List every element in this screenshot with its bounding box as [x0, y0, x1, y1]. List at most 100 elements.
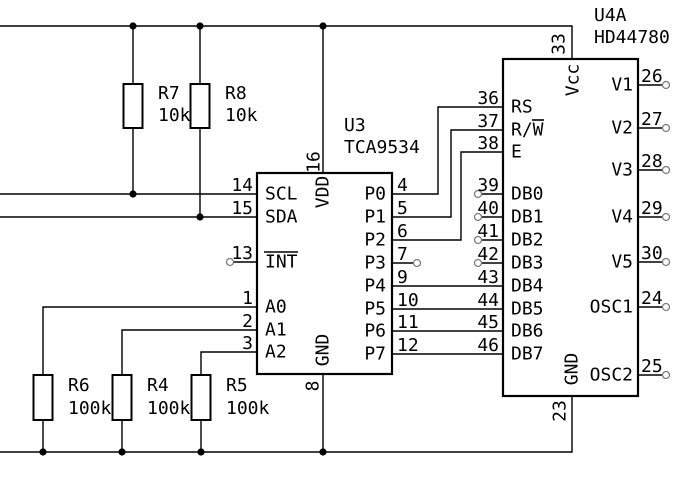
resistor-value: 100k [68, 398, 112, 419]
u3-part: TCA9534 [344, 137, 420, 158]
pin-name-int: INT [265, 252, 298, 273]
noconnect-circle-u3-p3 [412, 258, 422, 268]
pin-num-sda: 15 [231, 198, 253, 219]
pin-num-db2: 41 [477, 221, 499, 242]
pin-name-gnd: GND [562, 353, 583, 386]
pin-name-p7: P7 [364, 344, 386, 365]
pin-num-p0: 4 [397, 175, 408, 196]
pin-name-db2: DB2 [511, 230, 544, 251]
pin-name-rw: R/W [511, 120, 544, 141]
resistor-ref: R4 [147, 375, 169, 396]
pin-num-a0: 1 [242, 288, 253, 309]
pin-num-db3: 42 [477, 244, 499, 265]
junction-dot [129, 22, 137, 30]
resistor-r7[interactable]: R7 10k [122, 83, 191, 129]
junction-dot [197, 448, 205, 456]
pin-name-vcc: Vcc [563, 64, 584, 97]
pin-num-gnd: 23 [550, 400, 571, 422]
noconnect-circle-db0 [473, 189, 483, 199]
wire-p1-rw[interactable] [391, 129, 504, 218]
pin-num-p5: 10 [397, 290, 419, 311]
noconnect-circle-osc2 [661, 370, 671, 380]
resistor-r4[interactable]: R4 100k [111, 374, 191, 421]
junction-dot [118, 448, 126, 456]
pin-name-db4: DB4 [511, 276, 544, 297]
pin-num-a1: 2 [242, 311, 253, 332]
wire-a0-r6[interactable] [42, 306, 258, 376]
pin-name-gnd: GND [313, 334, 334, 367]
pin-name-db6: DB6 [511, 321, 544, 342]
pin-name-p3: P3 [364, 253, 386, 274]
pin-name-a1: A1 [265, 320, 287, 341]
noconnect-circle-db1 [473, 212, 483, 222]
pin-name-db0: DB0 [511, 184, 544, 205]
junction-dot [39, 448, 47, 456]
wire-vcc-rail[interactable] [0, 25, 573, 60]
noconnect-circle-u3-int [225, 257, 235, 267]
pin-num-v3: 28 [641, 151, 663, 172]
junction-dot [319, 448, 327, 456]
junction-dot [319, 22, 327, 30]
pin-name-rs: RS [511, 97, 533, 118]
junction-dot [129, 190, 137, 198]
resistor-r5[interactable]: R5 100k [190, 374, 270, 421]
pin-num-a2: 3 [242, 333, 253, 354]
pin-num-db5: 44 [477, 290, 499, 311]
pin-num-db6: 45 [477, 312, 499, 333]
pin-name-p4: P4 [364, 276, 386, 297]
resistor-r8[interactable]: R8 10k [189, 83, 258, 129]
noconnect-circle-v4 [661, 212, 671, 222]
resistor-r6[interactable]: R6 100k [32, 374, 112, 421]
pin-num-int: 13 [231, 243, 253, 264]
resistor-value: 10k [158, 105, 191, 126]
resistor-value: 100k [147, 398, 191, 419]
wire-p2-e[interactable] [391, 151, 504, 241]
resistor-body[interactable] [122, 83, 144, 129]
pin-num-p1: 5 [397, 198, 408, 219]
symbol-u4a[interactable]: U4A HD44780 RS R/W E DB0 DB1 DB2 DB3 DB4… [477, 5, 670, 422]
resistor-ref: R6 [68, 375, 90, 396]
pin-num-p7: 12 [397, 335, 419, 356]
ic-body-u3[interactable] [255, 171, 394, 376]
pin-name-e: E [511, 142, 522, 163]
ic-body-u4a[interactable] [501, 57, 640, 398]
resistor-ref: R7 [158, 83, 180, 104]
pin-num-osc2: 25 [641, 356, 663, 377]
pin-num-p2: 6 [397, 221, 408, 242]
pin-num-gnd: 8 [303, 381, 324, 392]
wire-a2-r5[interactable] [200, 351, 258, 376]
pin-name-p0: P0 [364, 184, 386, 205]
pin-num-rw: 37 [477, 111, 499, 132]
wire-a1-r4[interactable] [121, 329, 258, 376]
pin-name-osc1: OSC1 [590, 297, 633, 318]
symbol-u3[interactable]: U3 TCA9534 SCL SDA INT A0 A1 A2 14 15 13… [231, 115, 420, 391]
resistor-body[interactable] [190, 374, 212, 421]
wire-gnd-rail[interactable] [0, 395, 573, 453]
u3-ref: U3 [344, 115, 366, 136]
pin-num-v2: 27 [641, 109, 663, 130]
pin-name-p1: P1 [364, 207, 386, 228]
pin-name-a0: A0 [265, 297, 287, 318]
noconnect-circle-v2 [661, 123, 671, 133]
noconnect-circle-v5 [661, 257, 671, 267]
resistor-value: 100k [226, 398, 270, 419]
resistor-body[interactable] [32, 374, 54, 421]
resistor-body[interactable] [189, 83, 211, 129]
resistor-value: 10k [225, 105, 258, 126]
pin-name-db5: DB5 [511, 299, 544, 320]
junction-dot [196, 213, 204, 221]
pin-name-v4: V4 [611, 207, 633, 228]
pin-name-sda: SDA [265, 207, 298, 228]
pin-num-v5: 30 [641, 243, 663, 264]
pin-name-v3: V3 [611, 160, 633, 181]
pin-num-v4: 29 [641, 198, 663, 219]
pin-name-v2: V2 [611, 118, 633, 139]
pin-num-db7: 46 [477, 335, 499, 356]
pin-num-p6: 11 [397, 312, 419, 333]
wire-p0-rs[interactable] [391, 106, 504, 195]
noconnect-circle-v3 [661, 165, 671, 175]
pin-num-osc1: 24 [641, 288, 663, 309]
resistor-body[interactable] [111, 374, 133, 421]
